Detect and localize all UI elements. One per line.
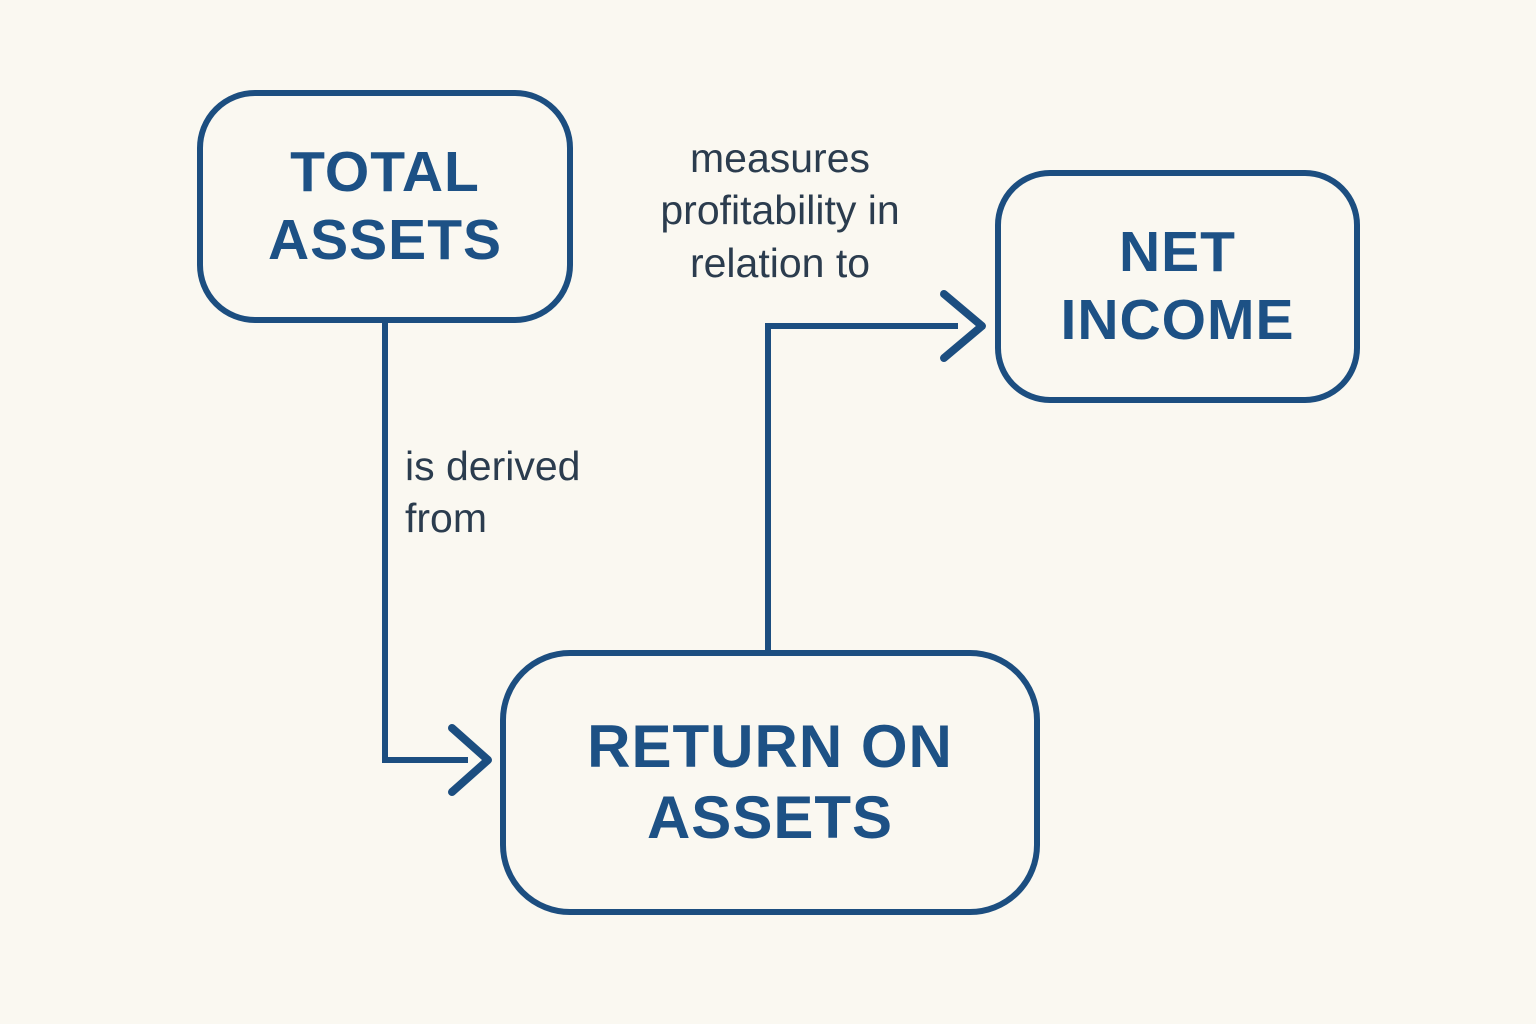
node-return-on-assets: RETURN ON ASSETS bbox=[500, 650, 1040, 915]
arrowhead-right-icon bbox=[448, 724, 492, 796]
edge-return-on-assets-to-net-income-line bbox=[765, 323, 958, 650]
node-total-assets-label: TOTAL ASSETS bbox=[267, 140, 503, 272]
edge-label-is-derived-from: is derived from bbox=[405, 443, 581, 542]
node-net-income-label: NET INCOME bbox=[1060, 220, 1295, 352]
node-total-assets: TOTAL ASSETS bbox=[197, 90, 573, 323]
node-return-on-assets-label: RETURN ON ASSETS bbox=[587, 712, 953, 851]
edge-label-measures-profitability: measures profitability in relation to bbox=[660, 135, 900, 286]
edge-total-assets-to-return-on-assets-line bbox=[382, 323, 468, 763]
node-net-income: NET INCOME bbox=[995, 170, 1360, 403]
arrowhead-right-icon bbox=[940, 290, 986, 362]
